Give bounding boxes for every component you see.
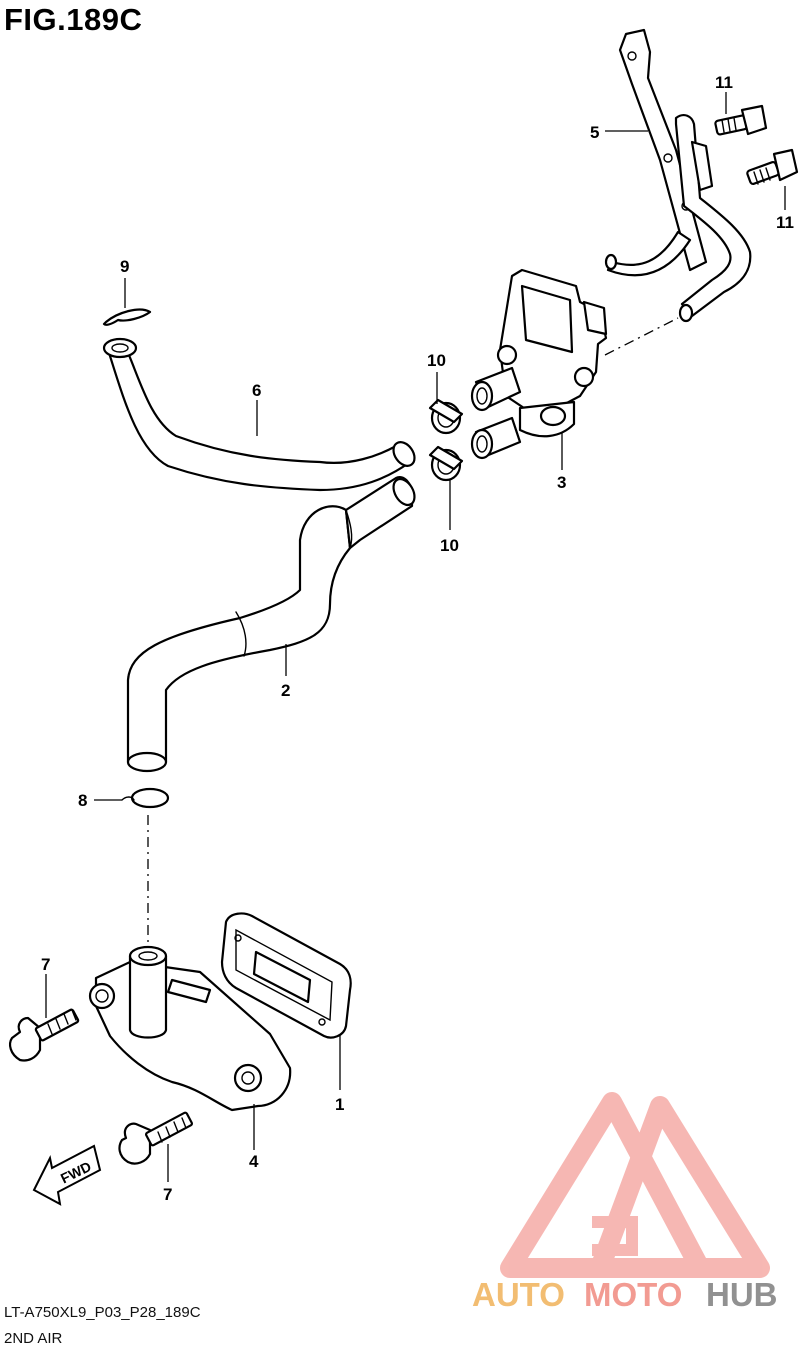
bolt-part-11-upper	[714, 104, 768, 136]
bolt-part-7-left	[9, 1008, 80, 1062]
gasket-part-1	[220, 912, 352, 1039]
diagram-code: LT-A750XL9_P03_P28_189C	[4, 1304, 201, 1321]
clamp-part-10-upper	[428, 398, 464, 435]
svg-text:HUB: HUB	[706, 1276, 778, 1313]
bolt-part-7-lower	[118, 1111, 193, 1165]
bracket-pipe-part-5	[604, 28, 752, 323]
forward-direction-arrow-icon: FWD	[32, 1144, 102, 1206]
callout-7-lower: 7	[163, 1185, 172, 1204]
callout-10-upper: 10	[427, 351, 446, 370]
watermark-logo-icon	[500, 1092, 770, 1278]
callout-3: 3	[557, 473, 566, 492]
callout-5: 5	[590, 123, 599, 142]
callout-2: 2	[281, 681, 290, 700]
clamp-part-10-lower	[428, 445, 464, 482]
o-ring-part-8	[121, 787, 170, 809]
clip-part-9	[102, 308, 152, 326]
pipe-bracket-part-4	[88, 945, 292, 1112]
svg-text:AUTO: AUTO	[472, 1276, 565, 1313]
bolt-part-11-lower	[746, 148, 799, 185]
callout-8: 8	[78, 791, 87, 810]
svg-text:MOTO: MOTO	[584, 1276, 682, 1313]
callout-9: 9	[120, 257, 129, 276]
diagram-subtitle: 2ND AIR	[4, 1330, 63, 1347]
callout-6: 6	[252, 381, 261, 400]
callout-11-lower: 11	[776, 213, 794, 232]
callout-4: 4	[249, 1152, 259, 1171]
callout-7-upper: 7	[41, 955, 50, 974]
hose-part-2	[126, 476, 416, 773]
figure-title: FIG.189C	[4, 2, 143, 37]
callout-10-lower: 10	[440, 536, 459, 555]
watermark-wordmark: AUTO MOTO HUB	[472, 1276, 778, 1313]
callout-1: 1	[335, 1095, 344, 1114]
reed-valve-part-3	[470, 268, 608, 460]
hose-part-6	[102, 337, 416, 492]
callout-11-upper: 11	[715, 73, 733, 92]
assembly-line-valve-bracket	[604, 317, 679, 356]
